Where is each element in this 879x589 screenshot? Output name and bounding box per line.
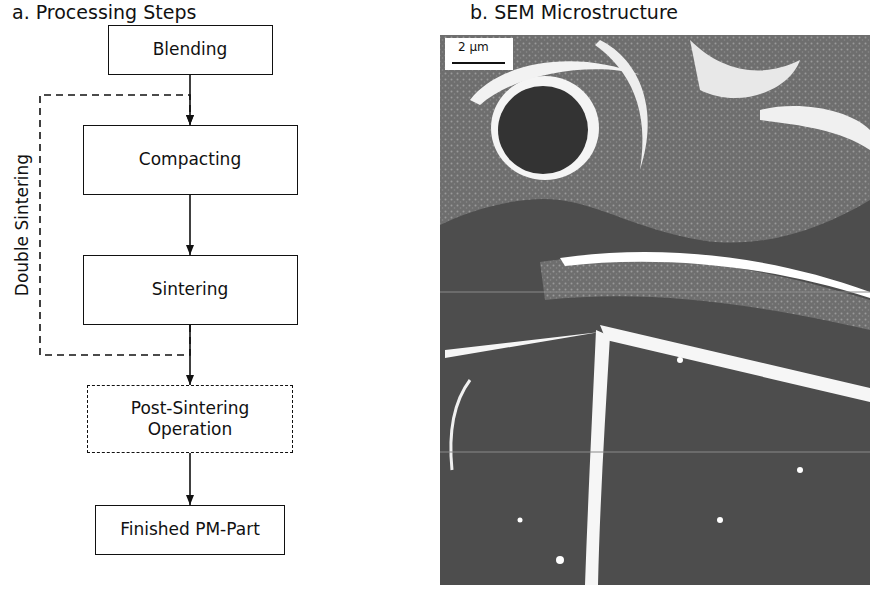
- process-box: Sintering: [83, 255, 298, 325]
- process-box: Compacting: [83, 125, 298, 195]
- bright-branch: [445, 332, 600, 358]
- loop-label: Double Sintering: [12, 154, 32, 296]
- flow-arrow: [189, 453, 191, 505]
- box-text: Compacting: [139, 149, 241, 170]
- scan-line: [440, 452, 870, 453]
- bright-curve: [451, 380, 470, 470]
- scale-bar: [452, 62, 505, 64]
- optional-process-box: Post-Sintering Operation: [87, 385, 293, 453]
- bright-edge: [560, 252, 870, 298]
- particle: [677, 357, 683, 363]
- bright-branch: [585, 330, 610, 585]
- box-text: Blending: [153, 39, 228, 60]
- scale-box: [445, 38, 513, 70]
- sem-background: [440, 35, 870, 585]
- pore-rim: [491, 76, 599, 180]
- bright-edge: [760, 106, 870, 150]
- panel-title: b. SEM Microstructure: [470, 2, 678, 23]
- particle: [797, 467, 803, 473]
- box-text: Post-Sintering Operation: [98, 398, 282, 441]
- process-box: Blending: [108, 25, 273, 75]
- scan-line: [440, 292, 870, 293]
- result-box: Finished PM-Part: [95, 505, 285, 555]
- particle: [556, 556, 564, 564]
- box-text: Sintering: [152, 279, 229, 300]
- grain-region: [440, 35, 870, 243]
- particle: [518, 518, 523, 523]
- bright-edge: [690, 40, 800, 98]
- particle: [717, 517, 723, 523]
- grain-boundary-band: [540, 256, 870, 330]
- panel-title: a. Processing Steps: [12, 2, 196, 23]
- pore: [498, 86, 588, 174]
- flow-arrow: [189, 195, 191, 255]
- scale-label: 2 μm: [458, 41, 489, 54]
- bright-edge: [595, 40, 648, 170]
- box-text: Finished PM-Part: [120, 519, 260, 540]
- bright-branch: [600, 325, 870, 402]
